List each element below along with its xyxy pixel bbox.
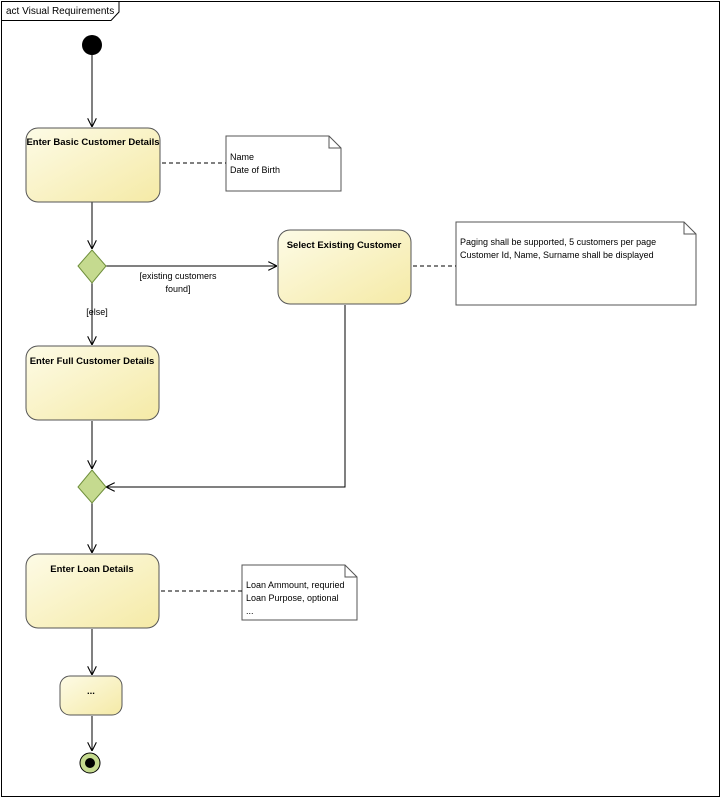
frame-title-tab	[1, 1, 120, 21]
note-line: Customer Id, Name, Surname shall be disp…	[460, 250, 654, 260]
action-label: ...	[87, 686, 95, 697]
action-label: Enter Full Customer Details	[30, 356, 155, 367]
action-more[interactable]: ...	[59, 675, 123, 716]
note-loan-details: Loan Ammount, requried Loan Purpose, opt…	[241, 564, 358, 621]
frame-title: act Visual Requirements	[6, 6, 114, 17]
merge-node	[77, 469, 107, 504]
note-line: Loan Purpose, optional	[246, 593, 339, 603]
action-enter-loan-details[interactable]: Enter Loan Details	[25, 553, 160, 629]
flow-select-to-merge	[106, 305, 346, 487]
action-label: Enter Basic Customer Details	[26, 137, 159, 148]
action-enter-full-customer-details[interactable]: Enter Full Customer Details	[25, 345, 160, 421]
note-basic-details: Name Date of Birth	[225, 135, 342, 192]
action-select-existing-customer[interactable]: Select Existing Customer	[277, 229, 412, 305]
guard-existing-found-line1: [existing customers	[139, 271, 217, 281]
guard-existing-found-line2: found]	[165, 284, 190, 294]
note-line: Name	[230, 152, 254, 162]
note-select-existing: Paging shall be supported, 5 customers p…	[455, 221, 697, 306]
note-line: Loan Ammount, requried	[246, 580, 345, 590]
guard-else: [else]	[86, 307, 108, 317]
initial-node	[82, 35, 102, 55]
action-enter-basic-customer-details[interactable]: Enter Basic Customer Details	[25, 127, 161, 203]
note-line: Paging shall be supported, 5 customers p…	[460, 237, 656, 247]
action-label: Select Existing Customer	[287, 240, 402, 251]
action-label: Enter Loan Details	[50, 564, 133, 575]
decision-node	[77, 249, 107, 284]
note-line: Date of Birth	[230, 165, 280, 175]
note-line: ...	[246, 606, 254, 616]
final-node	[79, 752, 101, 774]
